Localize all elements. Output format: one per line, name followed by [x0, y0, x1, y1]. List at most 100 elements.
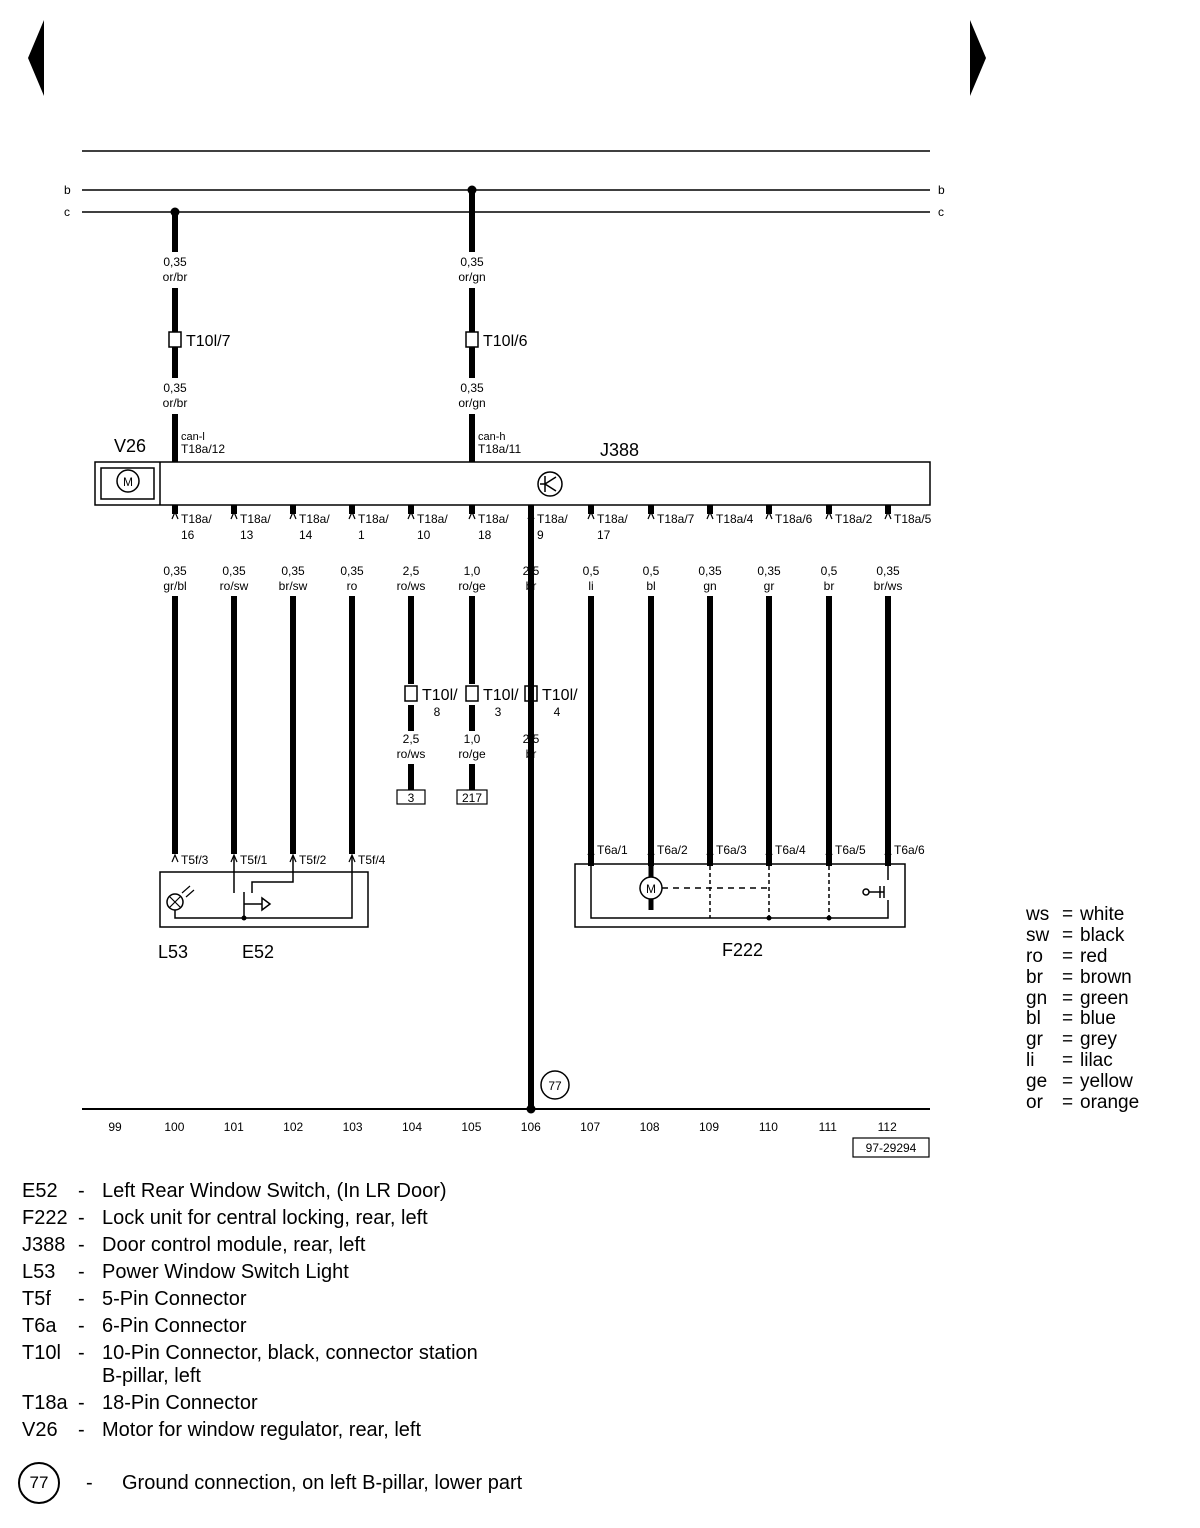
rail-b-left-label: b — [64, 183, 71, 197]
legend-row: ro=red — [1026, 946, 1186, 968]
legend-color-name: orange — [1080, 1091, 1140, 1113]
wire-pin-top: T18a/ — [358, 512, 389, 526]
wire-color: ro — [347, 579, 358, 593]
legend-row: br=brown — [1026, 967, 1186, 988]
ground-legend-icon: 77 — [18, 1462, 60, 1504]
mid-connector-label: T10l/ — [542, 687, 578, 704]
legend-equals: = — [1062, 1029, 1074, 1051]
wire-pin-top: T18a/ — [181, 512, 212, 526]
legend-code: li — [1026, 1049, 1035, 1071]
wire-pin-bottom: 18 — [478, 528, 492, 542]
pin-arrow-icon — [706, 846, 714, 856]
legend-equals: = — [1062, 1070, 1074, 1092]
microswitch-trace — [709, 866, 830, 918]
wire-gauge: 0,35 — [698, 564, 722, 578]
wire-pin-top: T18a/ — [478, 512, 509, 526]
ground-legend: 77 - Ground connection, on left B-pillar… — [18, 1462, 718, 1504]
connector-t10l-icon — [465, 685, 479, 702]
lock-switch-contact-icon — [862, 888, 870, 896]
legend-code: ge — [1026, 1070, 1048, 1092]
ground-legend-ref: 77 — [29, 1473, 49, 1492]
switch-unit-pin: T5f/2 — [299, 853, 327, 867]
wire-pin-top: T18a/ — [537, 512, 568, 526]
wire-pin-top: T18a/6 — [775, 512, 813, 526]
wire-pin-bottom: 9 — [537, 528, 544, 542]
lock-unit-pin: T6a/1 — [597, 843, 628, 857]
part-code: V26 — [22, 1419, 58, 1441]
rail-c-left-label: c — [64, 205, 70, 219]
window-switch-icon — [243, 892, 272, 918]
module-pin-labels: T18a/16 0,35 gr/bl T18a/13 0,35 ro/sw T18a/14 0… — [163, 510, 932, 593]
wire-pin-bottom: 16 — [181, 528, 195, 542]
wire-color: br/ws — [874, 579, 903, 593]
legend-row: ge = yellow — [1026, 1071, 1186, 1092]
connector-t10l-6-icon — [465, 331, 479, 348]
rail-c-right-label: c — [938, 205, 944, 219]
part-dash: - — [78, 1261, 85, 1283]
wire-pin-bottom: 13 — [240, 528, 254, 542]
transistor-glyph — [540, 476, 557, 492]
wire-gauge: 1,0 — [464, 564, 481, 578]
mid-connector-pin: 4 — [554, 705, 561, 719]
lock-switch-icon — [866, 866, 889, 898]
part-row: T18a-18-Pin Connector — [22, 1390, 722, 1416]
mid-connectors: T10l/82,5ro/ws3T10l/31,0ro/ge217T10l/42,… — [396, 685, 578, 805]
can-h-gauge-bottom: 0,35 — [460, 381, 484, 395]
wire-pin-bottom: 14 — [299, 528, 313, 542]
part-row: T5f-5-Pin Connector — [22, 1286, 722, 1312]
part-code: T18a — [22, 1392, 68, 1414]
part-dash: - — [78, 1342, 85, 1364]
lock-unit-pin: T6a/3 — [716, 843, 747, 857]
legend-equals: = — [1062, 1008, 1074, 1030]
label-e52: E52 — [242, 942, 274, 962]
part-description: 18-Pin Connector — [102, 1392, 258, 1414]
connector-t10l-icon — [404, 685, 418, 702]
part-dash: - — [78, 1207, 85, 1229]
connector-t10l-7-icon — [168, 331, 182, 348]
wire-gauge: 0,5 — [643, 564, 660, 578]
legend-code: gn — [1026, 987, 1048, 1009]
wire-pin-top: T18a/2 — [835, 512, 873, 526]
track-number: 111 — [819, 1120, 838, 1134]
motor-v26-frame — [100, 467, 155, 500]
part-row: T10l-10-Pin Connector, black, connector … — [22, 1340, 722, 1366]
part-dash: - — [78, 1419, 85, 1441]
can-l-gauge-top: 0,35 — [163, 255, 187, 269]
part-row: V26-Motor for window regulator, rear, le… — [22, 1417, 722, 1443]
track-number: 104 — [402, 1120, 422, 1134]
part-description: B-pillar, left — [102, 1365, 201, 1387]
legend-row: or=orange — [1026, 1092, 1186, 1113]
part-description: 6-Pin Connector — [102, 1315, 247, 1337]
mid-connector-gauge: 1,0 — [464, 732, 481, 746]
pin-arrow-icon — [171, 853, 179, 863]
part-code: T6a — [22, 1315, 57, 1337]
legend-color-name: yellow — [1080, 1070, 1133, 1092]
wiring-diagram: b b c c 0,35 or/br T10l/7 0,35 or/br can… — [64, 150, 945, 1158]
mid-connector-gauge: 2,5 — [403, 732, 420, 746]
part-description: Left Rear Window Switch, (In LR Door) — [102, 1180, 447, 1202]
wire-color: ro/sw — [220, 579, 249, 593]
module-wires — [172, 505, 891, 854]
previous-page-arrow-icon[interactable] — [28, 20, 44, 96]
switch-unit-pin: T5f/4 — [358, 853, 386, 867]
wire-gauge: 0,35 — [281, 564, 305, 578]
page-reference: 217 — [462, 791, 482, 805]
motor-v26-symbol: M — [123, 475, 133, 489]
module-j388-label: J388 — [600, 440, 639, 460]
can-h-signal-label: can-h — [478, 431, 506, 443]
part-row: J388-Door control module, rear, left — [22, 1232, 722, 1258]
mid-connector-color: ro/ge — [458, 747, 486, 761]
motor-v26-icon — [116, 469, 140, 493]
legend-row: bl=blue — [1026, 1009, 1186, 1030]
wire-color: ro/ws — [397, 579, 426, 593]
wire-color: gr/bl — [163, 579, 186, 593]
next-page-arrow-icon[interactable] — [970, 20, 986, 96]
pin-arrow-icon — [825, 846, 833, 856]
part-dash: - — [78, 1288, 85, 1310]
mid-connector-color: ro/ws — [397, 747, 426, 761]
track-number: 105 — [461, 1120, 481, 1134]
wire-pin-top: T18a/ — [597, 512, 628, 526]
lock-motor-symbol: M — [646, 882, 656, 896]
page-reference: 3 — [408, 791, 415, 805]
